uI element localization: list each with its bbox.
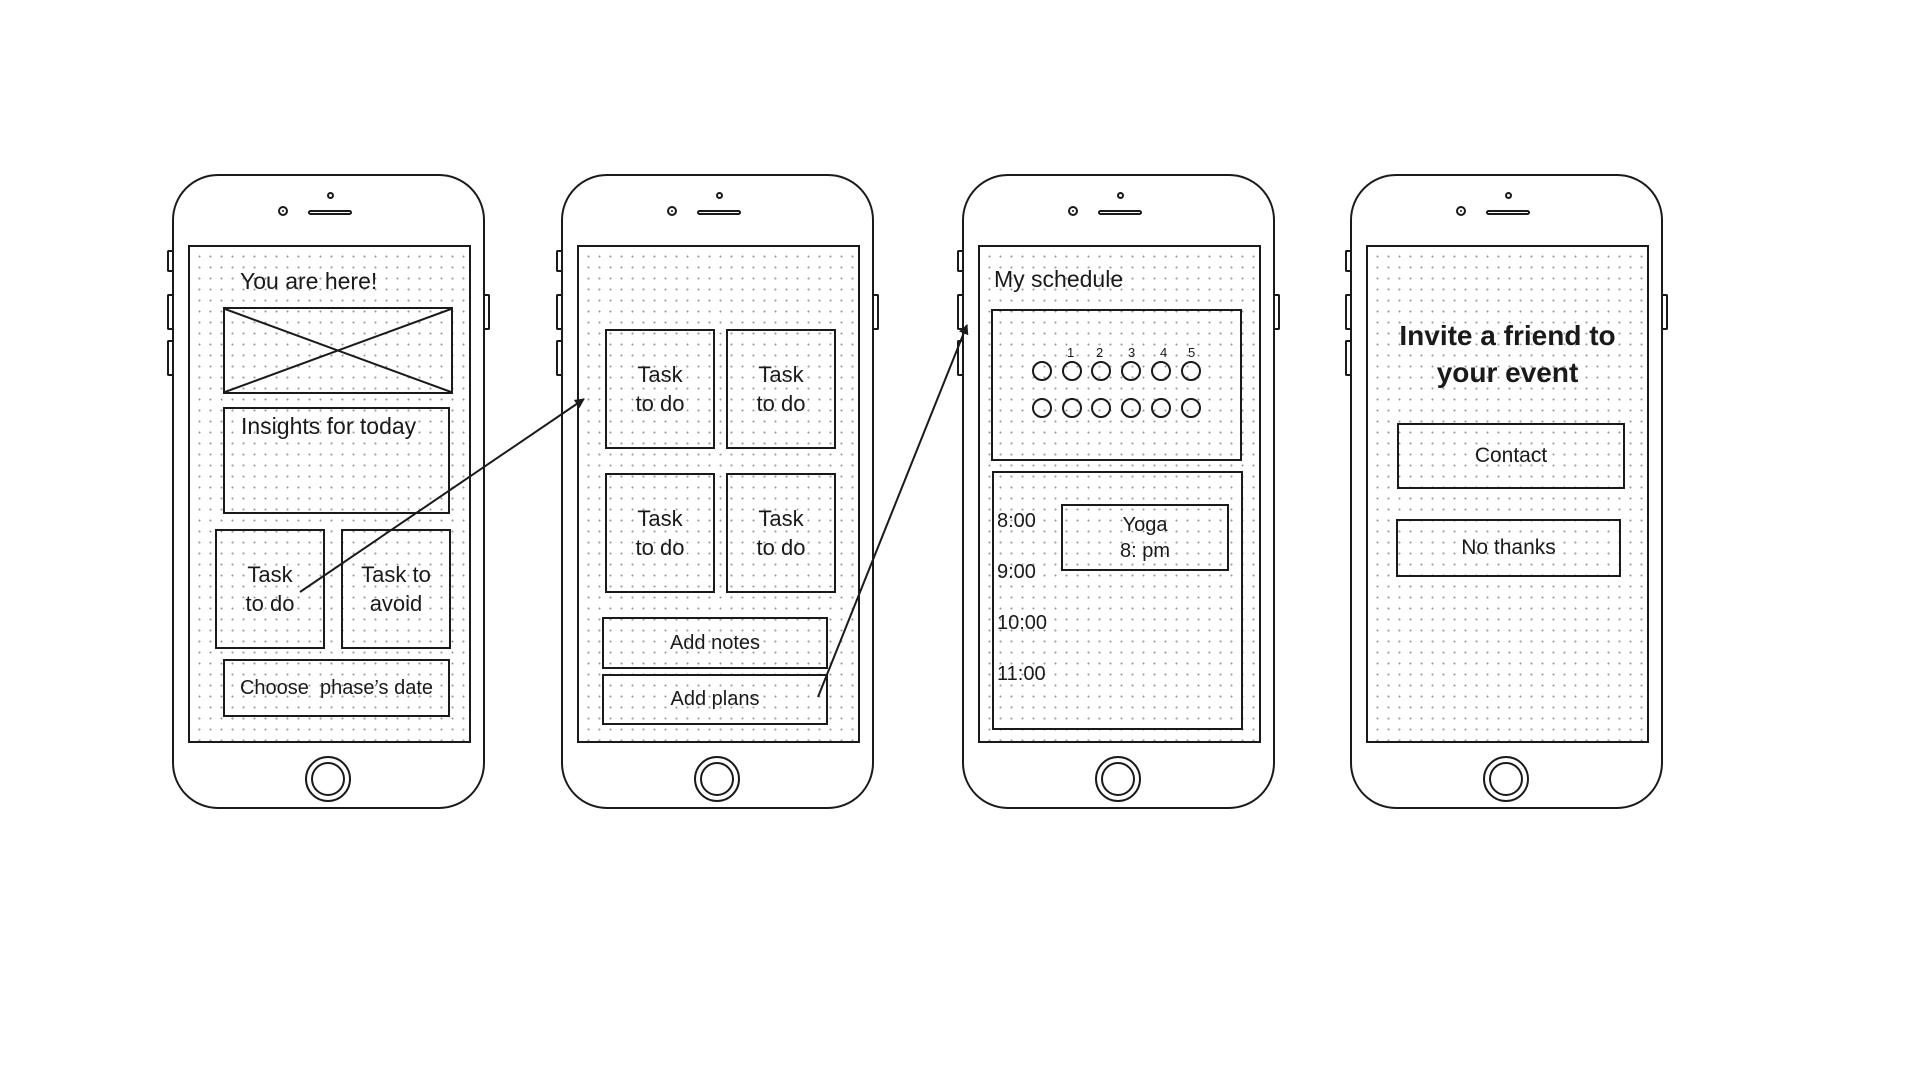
- day-circle[interactable]: [1062, 361, 1082, 381]
- speaker-grille: [697, 210, 741, 215]
- task-card-label: Task to do: [756, 362, 806, 416]
- add-notes-button[interactable]: Add notes: [602, 617, 828, 669]
- invite-title: Invite a friend to your event: [1399, 320, 1616, 388]
- insights-label: Insights for today: [241, 413, 417, 439]
- sensor-dot: [716, 192, 723, 199]
- day-circle[interactable]: [1151, 398, 1171, 418]
- task-to-avoid-button[interactable]: Task to avoid: [341, 529, 451, 649]
- day-circle[interactable]: [1121, 398, 1141, 418]
- time-label: 11:00: [997, 663, 1046, 685]
- speaker-grille: [1098, 210, 1142, 215]
- phone-frame-4: Invite a friend to your event Contact No…: [1345, 174, 1668, 809]
- speaker-grille: [308, 210, 352, 215]
- sensor-dot: [327, 192, 334, 199]
- volume-down-button: [167, 340, 172, 376]
- contact-button[interactable]: Contact: [1397, 423, 1625, 489]
- power-button: [485, 294, 490, 330]
- header-you-are-here: You are here!: [240, 268, 378, 294]
- choose-phase-date-button[interactable]: Choose phase’s date: [223, 659, 450, 717]
- task-card-label: Task to do: [756, 506, 806, 560]
- add-plans-button[interactable]: Add plans: [602, 674, 828, 725]
- power-button: [874, 294, 879, 330]
- sensor-dot: [1117, 192, 1124, 199]
- task-card-label: Task to do: [635, 362, 685, 416]
- volume-up-button: [556, 294, 561, 330]
- day-circle[interactable]: [1062, 398, 1082, 418]
- home-button[interactable]: [694, 756, 740, 802]
- volume-up-button: [1345, 294, 1350, 330]
- task-card-label: Task to do: [635, 506, 685, 560]
- insights-card[interactable]: Insights for today: [223, 407, 450, 514]
- mute-switch: [957, 250, 962, 272]
- no-thanks-label: No thanks: [1461, 536, 1556, 559]
- mute-switch: [556, 250, 561, 272]
- day-number: 1: [1067, 345, 1075, 360]
- contact-label: Contact: [1474, 444, 1548, 467]
- camera-icon: [1068, 206, 1078, 216]
- day-circle[interactable]: [1181, 361, 1201, 381]
- volume-down-button: [1345, 340, 1350, 376]
- day-circle[interactable]: [1032, 361, 1052, 381]
- screen-home: You are here! Insights for today Task to…: [188, 245, 471, 743]
- day-circle[interactable]: [1032, 398, 1052, 418]
- power-button: [1275, 294, 1280, 330]
- task-to-do-button[interactable]: Task to do: [215, 529, 325, 649]
- day-circle[interactable]: [1091, 361, 1111, 381]
- task-to-avoid-label: Task to avoid: [361, 562, 431, 616]
- power-button: [1663, 294, 1668, 330]
- day-number: 5: [1188, 345, 1196, 360]
- phone-frame-3: My schedule 1 2 3 4 5 8:00 9:00 10:00 11…: [957, 174, 1280, 809]
- yoga-event-label: Yoga 8: pm: [1119, 513, 1171, 562]
- day-circle[interactable]: [1181, 398, 1201, 418]
- task-card-2[interactable]: Task to do: [726, 329, 836, 449]
- task-card-4[interactable]: Task to do: [726, 473, 836, 593]
- day-number: 4: [1160, 345, 1168, 360]
- no-thanks-button[interactable]: No thanks: [1396, 519, 1621, 577]
- home-button[interactable]: [305, 756, 351, 802]
- phone-frame-2: Task to do Task to do Task to do Task to…: [556, 174, 879, 809]
- day-number: 3: [1128, 345, 1136, 360]
- choose-phase-date-label: Choose phase’s date: [239, 676, 434, 699]
- image-placeholder-icon: [225, 309, 451, 392]
- screen-tasks: Task to do Task to do Task to do Task to…: [577, 245, 860, 743]
- home-button[interactable]: [1095, 756, 1141, 802]
- home-button[interactable]: [1483, 756, 1529, 802]
- task-to-do-label: Task to do: [245, 562, 295, 616]
- calendar-panel: 1 2 3 4 5: [991, 309, 1242, 461]
- camera-icon: [278, 206, 288, 216]
- add-notes-label: Add notes: [669, 631, 761, 654]
- phone-frame-1: You are here! Insights for today Task to…: [167, 174, 490, 809]
- camera-icon: [667, 206, 677, 216]
- speaker-grille: [1486, 210, 1530, 215]
- volume-down-button: [556, 340, 561, 376]
- task-card-3[interactable]: Task to do: [605, 473, 715, 593]
- mute-switch: [1345, 250, 1350, 272]
- sensor-dot: [1505, 192, 1512, 199]
- day-circle[interactable]: [1091, 398, 1111, 418]
- day-number: 2: [1096, 345, 1104, 360]
- yoga-event[interactable]: Yoga 8: pm: [1061, 504, 1229, 571]
- task-card-1[interactable]: Task to do: [605, 329, 715, 449]
- screen-invite: Invite a friend to your event Contact No…: [1366, 245, 1649, 743]
- timeline-panel: 8:00 9:00 10:00 11:00 Yoga 8: pm: [992, 471, 1243, 730]
- camera-icon: [1456, 206, 1466, 216]
- time-label: 9:00: [997, 561, 1036, 583]
- volume-up-button: [957, 294, 962, 330]
- add-plans-label: Add plans: [670, 688, 760, 710]
- schedule-title: My schedule: [994, 266, 1124, 292]
- volume-down-button: [957, 340, 962, 376]
- image-placeholder: [223, 307, 453, 394]
- time-label: 10:00: [997, 612, 1048, 634]
- time-label: 8:00: [997, 510, 1036, 532]
- mute-switch: [167, 250, 172, 272]
- volume-up-button: [167, 294, 172, 330]
- day-circle[interactable]: [1121, 361, 1141, 381]
- day-circle[interactable]: [1151, 361, 1171, 381]
- screen-schedule: My schedule 1 2 3 4 5 8:00 9:00 10:00 11…: [978, 245, 1261, 743]
